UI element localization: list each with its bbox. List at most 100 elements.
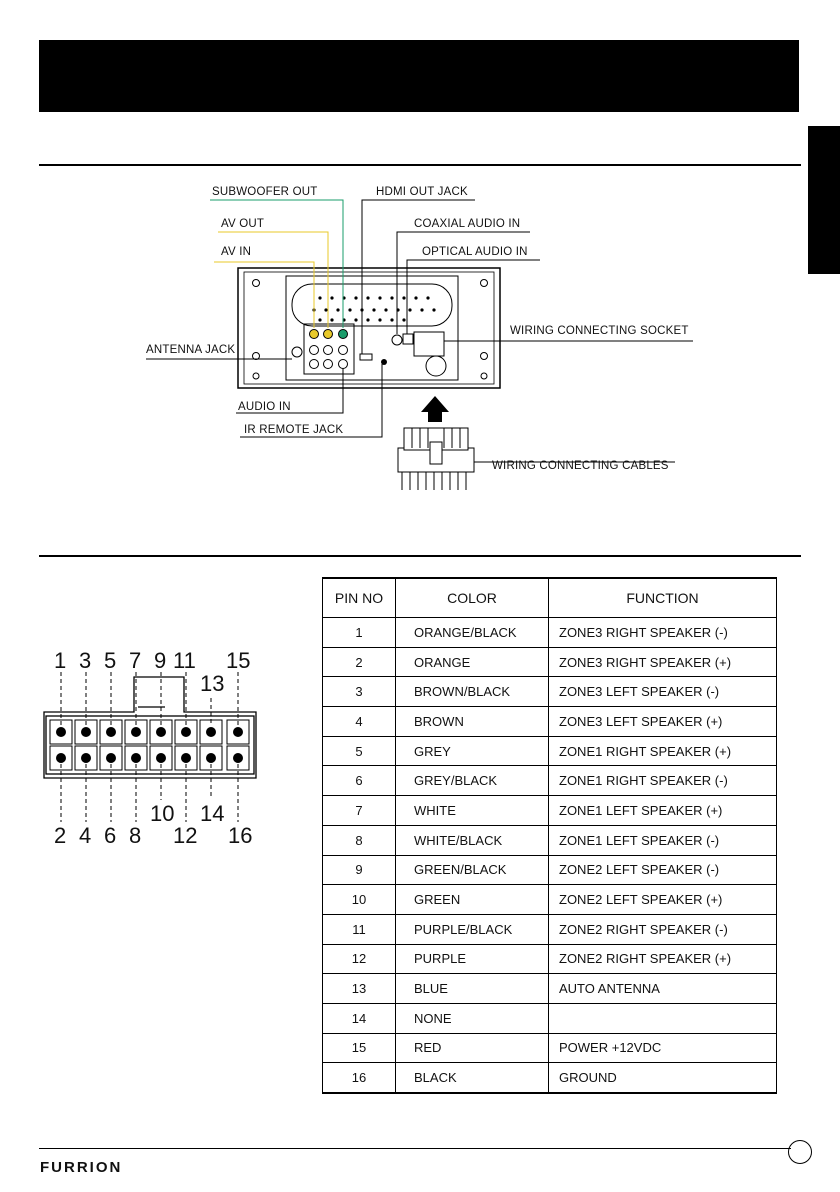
cell-color: GREEN xyxy=(395,884,549,915)
cell-function: ZONE3 RIGHT SPEAKER (-) xyxy=(548,617,777,648)
cell-color: GREEN/BLACK xyxy=(395,855,549,886)
callout-antenna-jack: ANTENNA JACK xyxy=(146,344,236,356)
pin-label: 11 xyxy=(173,648,196,673)
cell-function: GROUND xyxy=(548,1062,777,1095)
pin-label: 3 xyxy=(79,648,92,673)
cell-color: PURPLE xyxy=(395,944,549,975)
cell-color: RED xyxy=(395,1033,549,1064)
callout-subwoofer-out: SUBWOOFER OUT xyxy=(212,186,318,198)
cell-color: ORANGE xyxy=(395,647,549,678)
cell-pin: 12 xyxy=(322,944,396,975)
cell-color: ORANGE/BLACK xyxy=(395,617,549,648)
cell-color: NONE xyxy=(395,1003,549,1034)
cell-pin: 15 xyxy=(322,1033,396,1064)
pin-label: 14 xyxy=(200,801,225,826)
side-tab xyxy=(808,126,840,274)
header-color: COLOR xyxy=(395,577,549,618)
cell-color: BROWN xyxy=(395,706,549,737)
callout-av-out: AV OUT xyxy=(221,218,265,230)
cell-pin: 11 xyxy=(322,914,396,945)
cell-pin: 4 xyxy=(322,706,396,737)
cell-pin: 16 xyxy=(322,1062,396,1095)
callout-coaxial-in: COAXIAL AUDIO IN xyxy=(414,218,521,230)
cell-pin: 13 xyxy=(322,973,396,1004)
pin-connector-diagram xyxy=(43,672,257,822)
vent-dots xyxy=(312,296,436,322)
rear-panel-diagram xyxy=(146,199,693,490)
pin-label: 4 xyxy=(79,823,92,848)
cell-pin: 8 xyxy=(322,825,396,856)
cell-pin: 7 xyxy=(322,795,396,826)
insert-arrow-icon xyxy=(421,396,449,422)
header-function: FUNCTION xyxy=(548,577,777,618)
footer-rule xyxy=(39,1148,791,1149)
pin-label: 8 xyxy=(129,823,142,848)
cell-color: WHITE/BLACK xyxy=(395,825,549,856)
cell-color: PURPLE/BLACK xyxy=(395,914,549,945)
pin-label: 15 xyxy=(226,648,251,673)
cell-pin: 10 xyxy=(322,884,396,915)
pin-label: 6 xyxy=(104,823,117,848)
pin-label: 16 xyxy=(228,823,253,848)
cell-pin: 6 xyxy=(322,765,396,797)
cell-function: ZONE2 RIGHT SPEAKER (-) xyxy=(548,914,777,945)
pin-label: 12 xyxy=(173,823,198,848)
cell-color: BROWN/BLACK xyxy=(395,676,549,708)
cell-pin: 3 xyxy=(322,676,396,708)
cell-pin: 9 xyxy=(322,855,396,886)
title-bar xyxy=(39,40,799,112)
pin-label: 1 xyxy=(54,648,67,673)
cell-color: BLUE xyxy=(395,973,549,1004)
section-rule-top xyxy=(39,164,801,166)
cell-function: POWER +12VDC xyxy=(548,1033,777,1064)
cell-function: ZONE3 RIGHT SPEAKER (+) xyxy=(548,647,777,678)
pin-label: 7 xyxy=(129,648,142,673)
cell-function: AUTO ANTENNA xyxy=(548,973,777,1004)
cell-function: ZONE2 RIGHT SPEAKER (+) xyxy=(548,944,777,975)
pin-label: 10 xyxy=(150,801,175,826)
header-pin-no: PIN NO xyxy=(322,577,396,618)
cell-function: ZONE2 LEFT SPEAKER (+) xyxy=(548,884,777,915)
pin-label: 5 xyxy=(104,648,117,673)
unit-outline xyxy=(237,267,501,389)
cable-plug xyxy=(397,427,475,490)
cell-pin: 14 xyxy=(322,1003,396,1034)
brand-logo: FURRION xyxy=(40,1159,123,1176)
cell-function: ZONE2 LEFT SPEAKER (-) xyxy=(548,855,777,886)
callout-av-in: AV IN xyxy=(221,246,252,258)
cell-color: GREY xyxy=(395,736,549,767)
cell-function: ZONE3 LEFT SPEAKER (+) xyxy=(548,706,777,737)
cell-function xyxy=(548,1003,777,1034)
callout-wiring-socket: WIRING CONNECTING SOCKET xyxy=(510,325,689,337)
cell-pin: 1 xyxy=(322,617,396,648)
callout-audio-in: AUDIO IN xyxy=(238,401,291,413)
pin-label: 9 xyxy=(154,648,167,673)
pin-label: 13 xyxy=(200,671,225,696)
cell-pin: 5 xyxy=(322,736,396,767)
section-rule-middle xyxy=(39,555,801,557)
table-header-row: PIN NO COLOR FUNCTION xyxy=(322,577,777,618)
page-number-circle xyxy=(788,1140,812,1164)
cell-function: ZONE1 RIGHT SPEAKER (-) xyxy=(548,765,777,797)
cell-color: WHITE xyxy=(395,795,549,826)
callout-optical-in: OPTICAL AUDIO IN xyxy=(422,246,528,258)
cell-function: ZONE1 LEFT SPEAKER (+) xyxy=(548,795,777,826)
callout-ir-remote: IR REMOTE JACK xyxy=(244,424,344,436)
callout-wiring-cables: WIRING CONNECTING CABLES xyxy=(492,460,669,472)
cell-color: GREY/BLACK xyxy=(395,765,549,797)
